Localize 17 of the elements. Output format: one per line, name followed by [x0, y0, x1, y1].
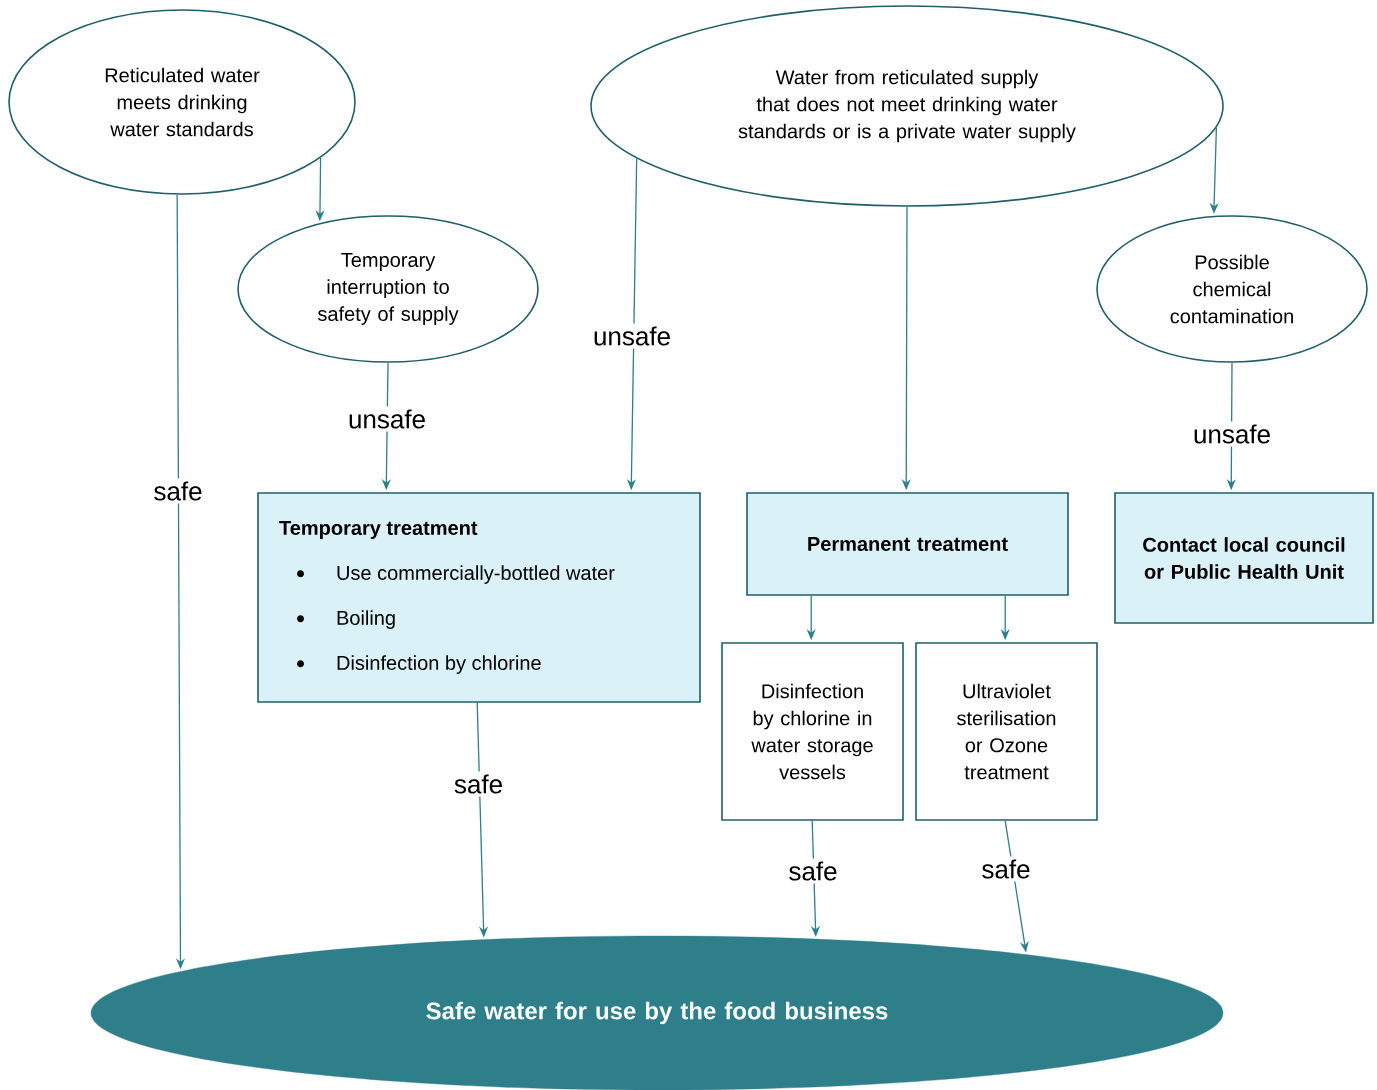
outcome-oval: Safe water for use by the food business — [90, 935, 1224, 1090]
oval-node: Temporary interruption to safety of supply — [237, 215, 539, 363]
process-box: Disinfection by chlorine in water storage vessels — [721, 642, 904, 821]
process-box: Ultraviolet sterilisation or Ozone treatment — [915, 642, 1098, 821]
edge-label: safe — [785, 858, 841, 884]
edge-label: unsafe — [1189, 421, 1275, 447]
edge-label: safe — [978, 856, 1034, 882]
oval-node: Water from reticulated supply that does not meet drinking water standards or is a private water supply — [590, 5, 1224, 207]
oval-node: Possible chemical contamination — [1096, 215, 1368, 363]
treatment-box: Temporary treatment Use commercially-bottled water Boiling Disinfection by chlorine — [257, 492, 701, 703]
edge-label: unsafe — [345, 406, 430, 432]
edge-label: unsafe — [590, 323, 675, 349]
process-box: Contact local council or Public Health Unit — [1114, 492, 1374, 624]
process-box: Permanent treatment — [746, 492, 1069, 596]
edge-label: safe — [150, 478, 206, 504]
oval-node: Reticulated water meets drinking water standards — [8, 9, 356, 195]
edge-label: safe — [450, 771, 507, 797]
